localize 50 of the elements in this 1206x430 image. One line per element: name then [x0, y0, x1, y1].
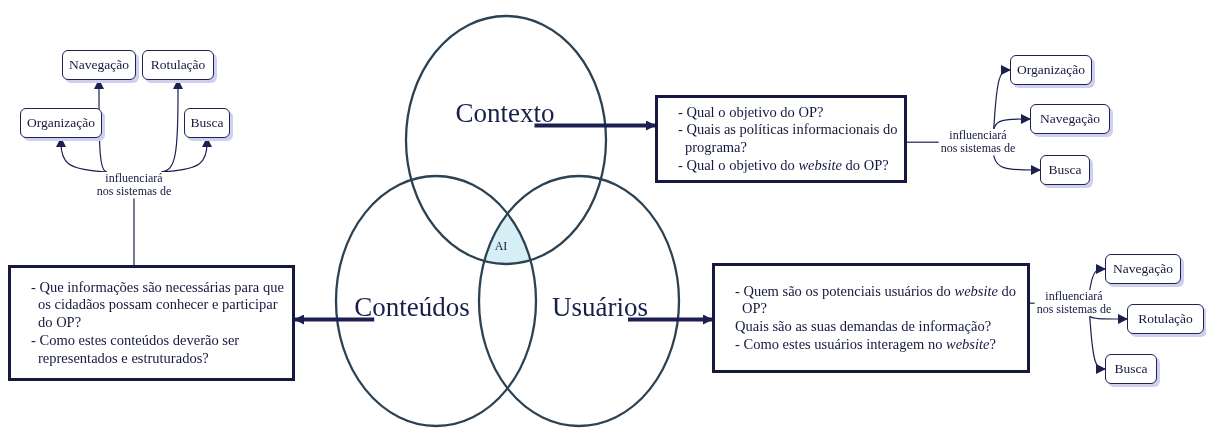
- system-box: [1105, 354, 1157, 384]
- circle-label: Usuários: [552, 291, 648, 323]
- question-text: - Como estes conteúdos deverão ser representados e estruturados?: [31, 331, 241, 368]
- circle-label: Contexto: [455, 97, 555, 129]
- arrow: [534, 120, 656, 131]
- system-label: Rotulação: [1138, 311, 1193, 327]
- system-box: [62, 50, 136, 80]
- arrow: [1089, 315, 1106, 374]
- arrow: [1089, 264, 1106, 291]
- system-box: [20, 108, 102, 138]
- connector-line: [1029, 302, 1036, 304]
- question-box: [712, 263, 1030, 373]
- question-text: Quais são as suas demandas de informação?: [735, 318, 993, 336]
- system-label: Busca: [1114, 361, 1148, 377]
- question-text: - Quem são os potenciais usuários do website do OP?: [735, 282, 1018, 318]
- system-label: Rotulação: [150, 57, 206, 73]
- arrow: [993, 114, 1031, 130]
- system-label: Navegação: [1113, 261, 1173, 277]
- question-box: [8, 265, 295, 381]
- system-box: [1040, 155, 1090, 185]
- system-box: [142, 50, 214, 80]
- system-label: Navegação: [69, 57, 129, 73]
- arrow: [993, 65, 1011, 130]
- question-text: - Qual o objetivo do website do OP?: [678, 156, 890, 175]
- question-box: [655, 95, 907, 183]
- influence-label: influenciará nos sistemas de: [95, 172, 173, 199]
- arrow: [294, 314, 375, 325]
- system-label: Organização: [1017, 62, 1085, 78]
- circle-label: Conteúdos: [354, 291, 470, 323]
- question-text: - Como estes usuários interagem no website?: [735, 335, 997, 354]
- connector-line: [906, 141, 940, 143]
- system-box: [184, 108, 230, 138]
- system-label: Navegação: [1040, 111, 1100, 127]
- intersection-label: AI: [494, 238, 508, 254]
- system-box: [1105, 254, 1181, 284]
- question-text: - Quais as políticas informacionais do programa?: [678, 121, 898, 157]
- connector-line: [133, 197, 135, 266]
- influence-label: influenciará nos sistemas de: [1035, 290, 1113, 317]
- system-label: Busca: [190, 115, 224, 131]
- influence-label: influenciará nos sistemas de: [939, 129, 1017, 156]
- system-box: [1010, 55, 1092, 85]
- question-text: - Que informações são necessárias para que os cidadãos possam conhecer e participar do OP?: [31, 278, 285, 332]
- question-text: - Qual o objetivo do OP?: [678, 103, 825, 122]
- system-box: [1127, 304, 1204, 334]
- system-label: Busca: [1048, 162, 1082, 178]
- system-label: Organização: [27, 115, 95, 131]
- arrow: [1089, 314, 1128, 324]
- arrow: [993, 154, 1041, 175]
- arrow: [628, 314, 713, 325]
- system-box: [1030, 104, 1110, 134]
